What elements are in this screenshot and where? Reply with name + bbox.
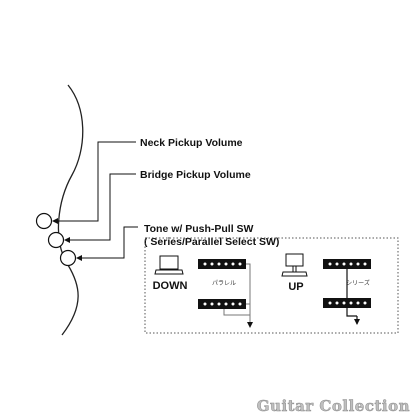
guitar-body-outline	[57, 84, 84, 336]
push-pull-detail-panel	[144, 237, 399, 334]
series-wiring-label: シリーズ	[346, 279, 370, 287]
guitar-collection-watermark: Guitar Collection	[257, 397, 410, 415]
switch-up-label: UP	[288, 281, 303, 293]
bridge-volume-knob	[47, 231, 65, 249]
tone-leader-line	[76, 226, 138, 261]
series-wiring-path	[346, 269, 357, 317]
neck-leader-line	[52, 141, 136, 224]
tone-knob	[59, 249, 77, 267]
neck-volume-label: Neck Pickup Volume	[140, 137, 243, 149]
tone-label-line2: ( Series/Parallel Select SW)	[144, 236, 279, 248]
parallel-wiring-path	[223, 263, 251, 326]
switch-down-icon	[154, 255, 184, 275]
bridge-volume-label: Bridge Pickup Volume	[140, 169, 251, 181]
bridge-leader-line	[64, 173, 136, 243]
neck-volume-knob	[35, 212, 53, 230]
switch-down-label: DOWN	[153, 280, 188, 292]
tone-label-line1: Tone w/ Push-Pull SW	[144, 223, 254, 235]
down-upper-pickup	[198, 259, 246, 269]
up-upper-pickup	[323, 259, 371, 269]
switch-up-icon	[281, 253, 308, 277]
parallel-wiring-label: パラレル	[212, 280, 236, 287]
down-lower-pickup	[198, 299, 246, 309]
up-lower-pickup	[323, 298, 371, 308]
